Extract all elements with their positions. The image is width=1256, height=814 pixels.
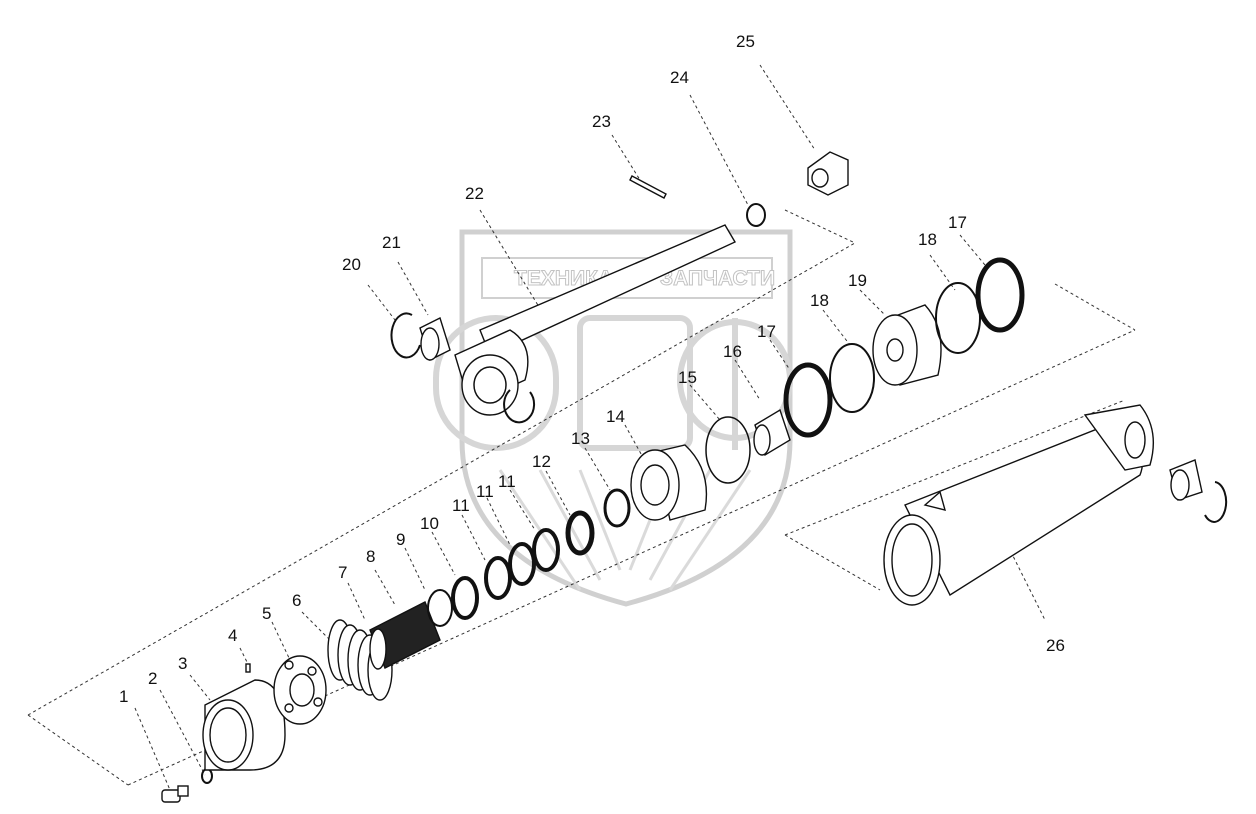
part-19-piston [872, 304, 942, 386]
watermark-text-right: ЗАПЧАСТИ [660, 267, 775, 290]
part-23-cotter-pin [629, 175, 667, 199]
callout-21: 21 [382, 233, 401, 252]
callout-1: 1 [119, 687, 128, 706]
callout-24: 24 [670, 68, 689, 87]
callout-23: 23 [592, 112, 611, 131]
part-16-bushing [753, 408, 791, 457]
callout-4: 4 [228, 626, 237, 645]
part-15-o-ring [705, 416, 751, 484]
part-11-ring-a [484, 556, 512, 600]
callout-18-a: 18 [810, 291, 829, 310]
callout-labels: 1 2 3 4 5 6 7 8 9 10 11 11 11 12 13 14 1… [119, 32, 1065, 706]
callout-6: 6 [292, 591, 301, 610]
callout-17-a: 17 [757, 322, 776, 341]
callout-11-b: 11 [476, 482, 494, 501]
part-18-ring-a [829, 343, 875, 413]
part-20-snap-ring [390, 312, 421, 359]
part-10-ring [451, 576, 479, 620]
part-8-spring [369, 601, 441, 670]
part-17-seal-b [975, 257, 1025, 333]
part-3-gland-nut [202, 679, 286, 771]
part-26-snap-ring [1204, 481, 1228, 523]
callout-26: 26 [1046, 636, 1065, 655]
callout-14: 14 [606, 407, 625, 426]
callout-5: 5 [262, 604, 271, 623]
assembly-axis-lines [27, 209, 1136, 786]
part-5-flange [273, 655, 327, 725]
part-6-seal-pack [327, 619, 393, 701]
part-11-ring-b [508, 542, 536, 586]
callout-11-c: 11 [498, 472, 516, 491]
callout-19: 19 [848, 271, 867, 290]
part-4-pin [245, 663, 251, 673]
callout-11-a: 11 [452, 496, 470, 515]
callout-22: 22 [465, 184, 484, 203]
callout-8: 8 [366, 547, 375, 566]
callout-15: 15 [678, 368, 697, 387]
part-21-bushing [419, 317, 451, 361]
part-26-bushing [1169, 459, 1203, 501]
part-9-ring [427, 589, 453, 627]
callout-7: 7 [338, 563, 347, 582]
watermark-logo: ТЕХНИКА ЗАПЧАСТИ [433, 229, 793, 607]
part-14-gland [630, 444, 708, 521]
callout-3: 3 [178, 654, 187, 673]
callout-2: 2 [148, 669, 157, 688]
callout-10: 10 [420, 514, 439, 533]
part-2-washer [201, 768, 213, 784]
callout-17-b: 17 [948, 213, 967, 232]
part-22-piston-rod [454, 224, 736, 424]
part-1-bolt [161, 785, 189, 803]
callout-18-b: 18 [918, 230, 937, 249]
part-12-ring [565, 510, 595, 556]
part-13-ring [603, 488, 631, 528]
part-11-ring-c [532, 528, 560, 572]
callout-12: 12 [532, 452, 551, 471]
part-17-seal-a [783, 362, 833, 438]
callout-25: 25 [736, 32, 755, 51]
callout-13: 13 [571, 429, 590, 448]
callout-16: 16 [723, 342, 742, 361]
callout-9: 9 [396, 530, 405, 549]
part-25-castle-nut [807, 151, 849, 196]
callout-20: 20 [342, 255, 361, 274]
part-26-cylinder-barrel [883, 404, 1155, 606]
part-24-ring [746, 203, 766, 227]
part-18-ring-b [935, 282, 981, 354]
callout-leaders [134, 64, 1046, 791]
